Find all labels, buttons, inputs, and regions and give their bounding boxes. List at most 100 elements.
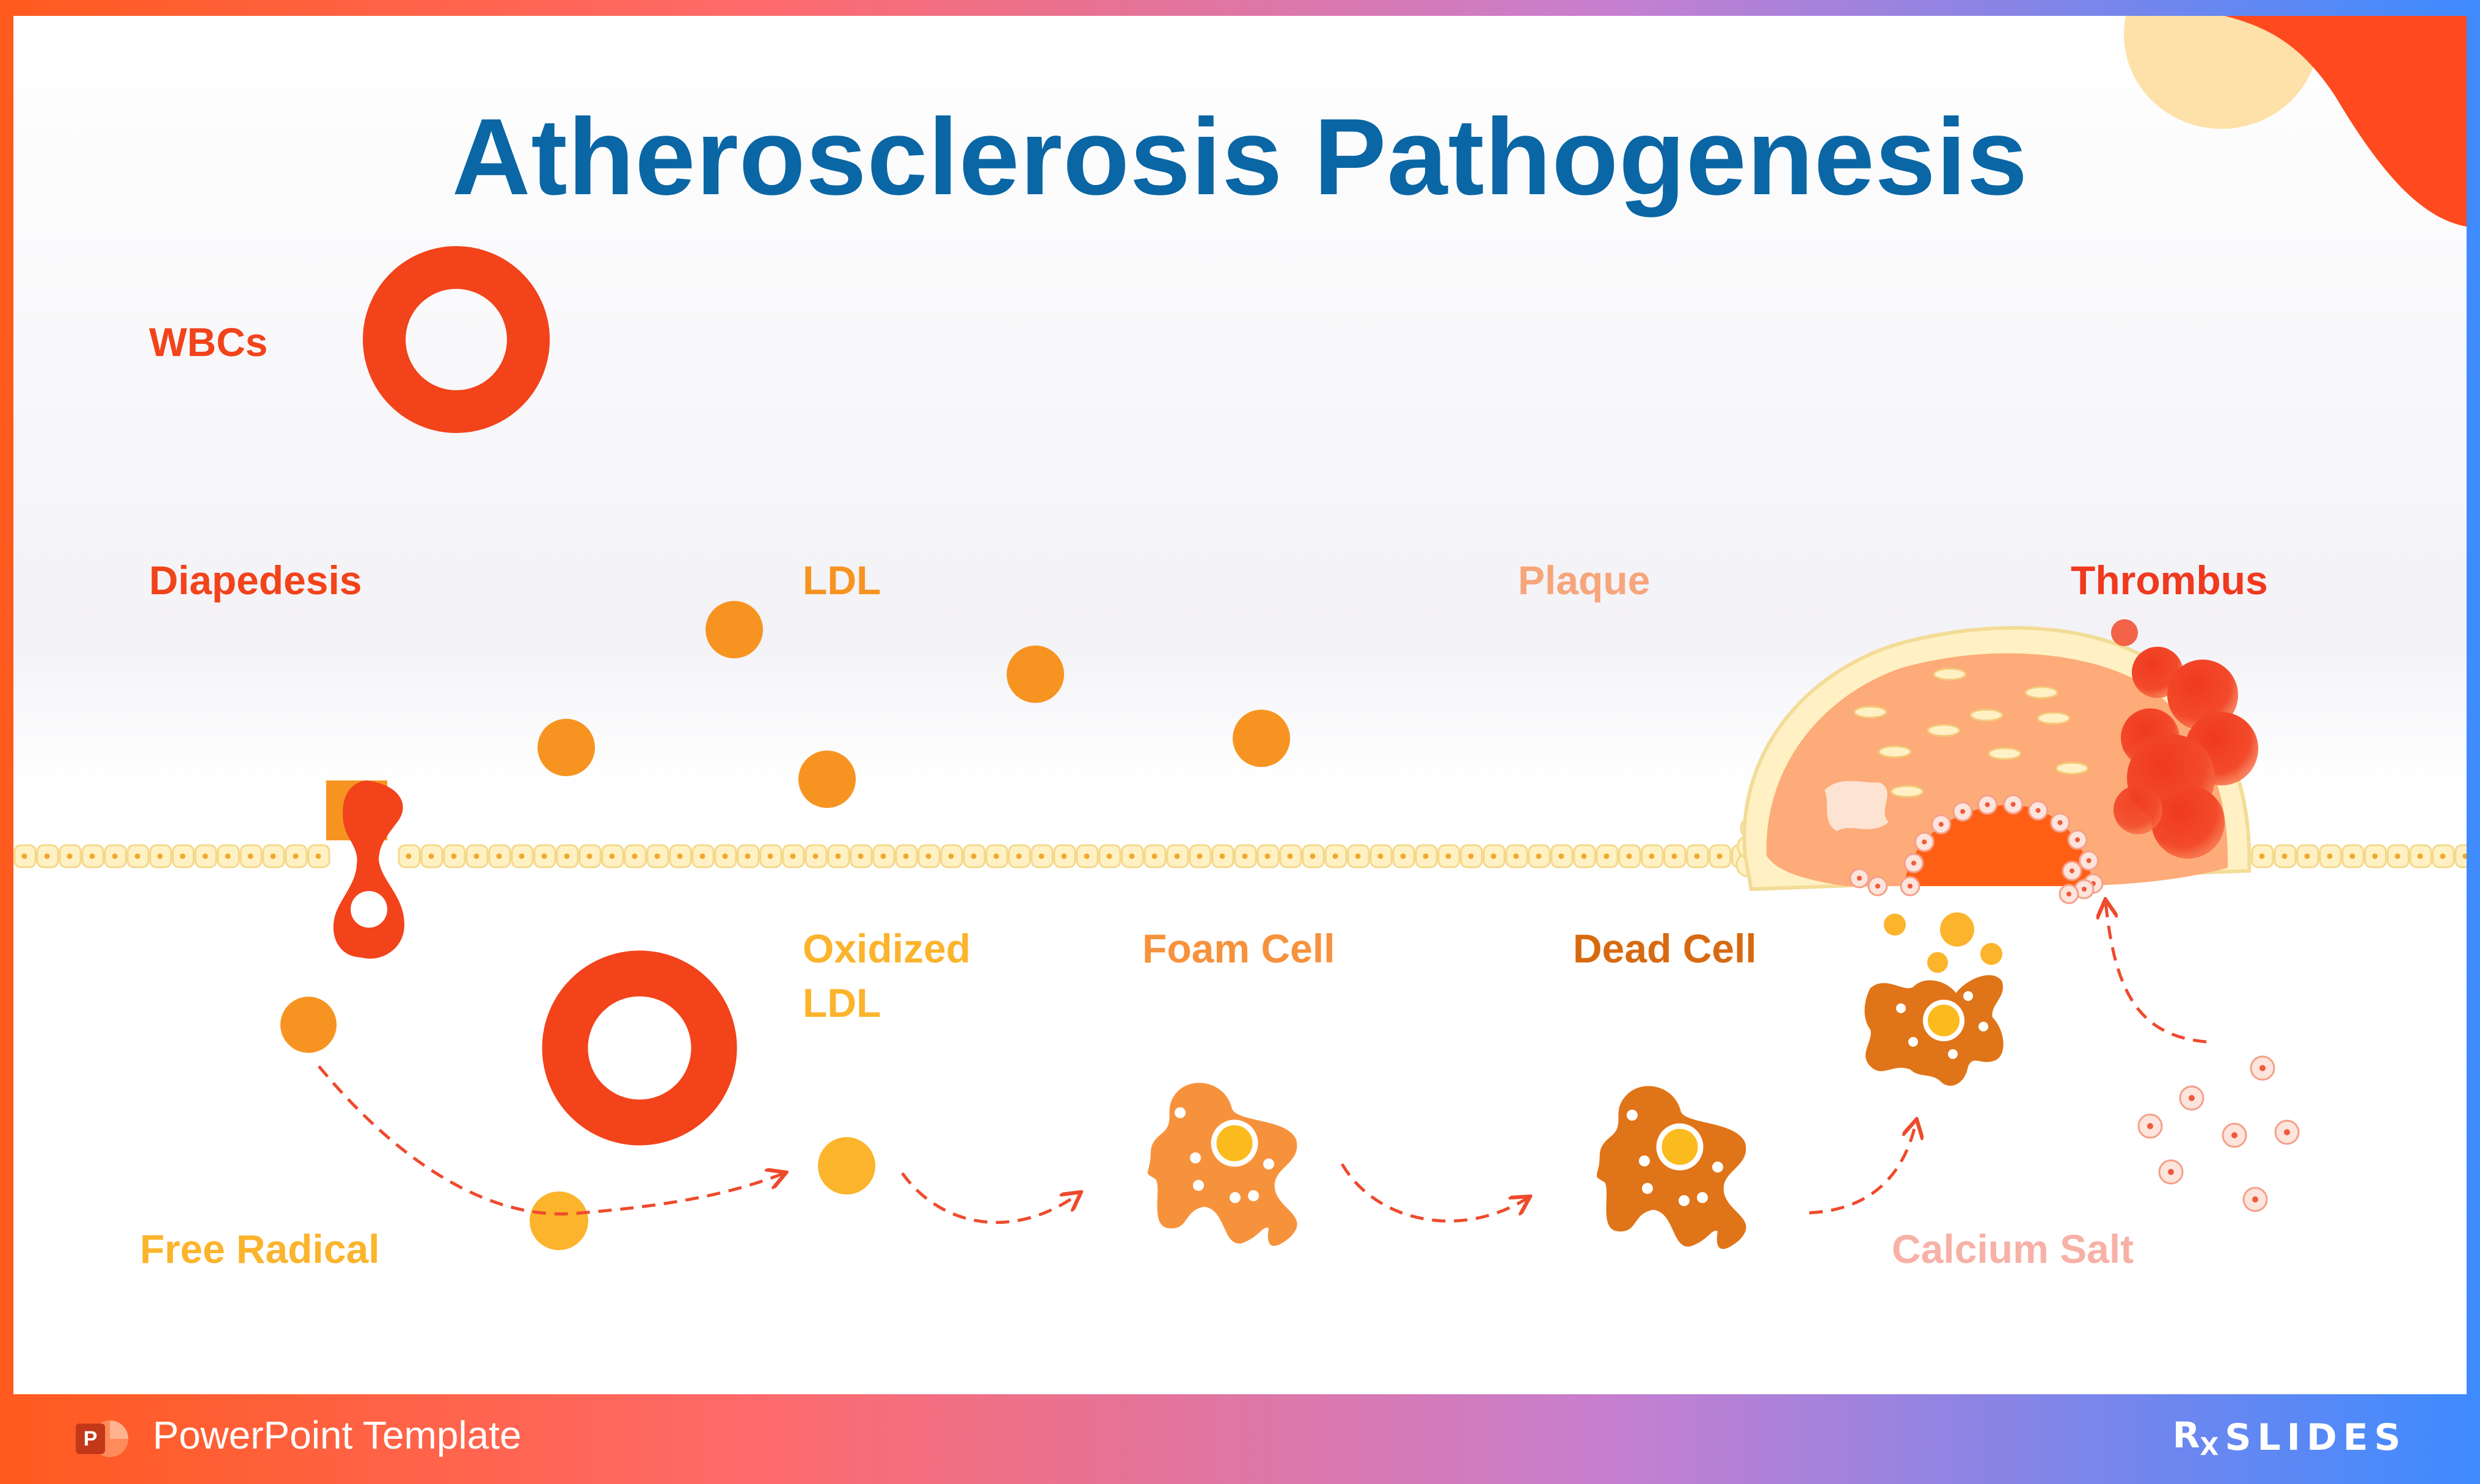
endothelial-cell: [783, 845, 804, 867]
endothelial-cell: [806, 845, 826, 867]
endothelial-cell: [557, 845, 578, 867]
endothelial-cell: [1122, 845, 1143, 867]
endothelial-cell: [308, 845, 329, 867]
endothelial-cell: [964, 845, 985, 867]
endothelial-cell: [150, 845, 171, 867]
calcium-salt-icon: [2159, 1160, 2183, 1184]
endothelial-cell: [2275, 845, 2296, 867]
endothelial-cell: [919, 845, 939, 867]
endothelial-cell: [444, 845, 465, 867]
dashed-arrow-icon: [902, 1173, 1079, 1223]
dying-cell-icon: [1865, 912, 2004, 1086]
endothelial-cell: [2433, 845, 2454, 867]
label-diapedesis: Diapedesis: [149, 553, 362, 608]
wbc-ring-icon: [384, 267, 528, 412]
calcium-granule: [2004, 795, 2022, 813]
dashed-arrow-icon: [2106, 901, 2206, 1042]
calcium-granule: [1979, 796, 1997, 814]
calcium-granule: [2051, 813, 2070, 832]
ldl-particle-icon: [706, 601, 763, 658]
endothelial-cell: [421, 845, 442, 867]
endothelial-cell: [1145, 845, 1165, 867]
powerpoint-icon: P: [73, 1417, 132, 1460]
brand-prefix: R: [2173, 1414, 2200, 1456]
endothelial-cell: [82, 845, 103, 867]
endothelial-cell: [896, 845, 917, 867]
endothelial-cell: [987, 845, 1007, 867]
calcium-salt-particles: [2139, 1057, 2299, 1211]
endothelial-cell: [1619, 845, 1640, 867]
endothelial-cell: [15, 845, 35, 867]
ldl-particles: [538, 601, 1290, 808]
endothelial-cell: [1009, 845, 1030, 867]
endothelial-cell: [1506, 845, 1527, 867]
endothelial-cell: [851, 845, 872, 867]
page-title: Atherosclerosis Pathogenesis: [13, 94, 2467, 219]
calcium-granule: [2060, 885, 2078, 903]
endothelial-cell: [2297, 845, 2318, 867]
calcium-granule: [2068, 831, 2087, 849]
calcium-granule: [1850, 869, 1869, 887]
endothelial-cell: [286, 845, 307, 867]
label-oxidized-line2: LDL: [803, 976, 971, 1030]
endothelial-cell: [1213, 845, 1233, 867]
label-wbcs: WBCs: [149, 315, 268, 369]
endothelial-cell: [2320, 845, 2341, 867]
calcium-salt-icon: [2244, 1188, 2267, 1211]
endothelial-cell: [263, 845, 284, 867]
endothelial-cell: [2456, 845, 2467, 867]
endothelial-cell: [105, 845, 126, 867]
label-foam-cell: Foam Cell: [1142, 922, 1335, 976]
endothelial-cell: [1484, 845, 1504, 867]
endothelial-cell: [2343, 845, 2363, 867]
endothelial-cell: [873, 845, 894, 867]
ldl-particle-icon: [798, 751, 856, 808]
calcium-granule: [1905, 854, 1923, 872]
ldl-particle-icon: [538, 719, 595, 776]
endothelial-cell: [1416, 845, 1437, 867]
endothelial-cell: [37, 845, 58, 867]
endothelial-cell: [60, 845, 81, 867]
endothelial-cell: [1326, 845, 1346, 867]
label-calcium-salt: Calcium Salt: [1892, 1222, 2134, 1276]
endothelial-cell: [1597, 845, 1617, 867]
endothelial-cell: [1393, 845, 1414, 867]
endothelial-cell: [173, 845, 194, 867]
calcium-salt-icon: [2251, 1057, 2274, 1080]
endothelial-cell: [1642, 845, 1663, 867]
label-free-radical: Free Radical: [140, 1222, 380, 1276]
dashed-arrow-icon: [1342, 1164, 1528, 1221]
endothelial-cell: [2410, 845, 2431, 867]
dashed-arrow-icon: [1809, 1121, 1916, 1213]
endothelial-cell: [128, 845, 148, 867]
dead-cell-icon: [1597, 1086, 1746, 1249]
ldl-particle-icon: [1007, 646, 1064, 703]
label-plaque: Plaque: [1518, 553, 1650, 608]
endothelial-cell: [1710, 845, 1731, 867]
endothelial-cell: [1348, 845, 1369, 867]
endothelial-cell: [2388, 845, 2409, 867]
diagram-canvas: [13, 16, 2467, 1394]
calcium-granule: [1915, 833, 1933, 851]
endothelial-cell: [1032, 845, 1052, 867]
endothelial-cell: [1167, 845, 1188, 867]
endothelial-cell: [1687, 845, 1708, 867]
endothelial-cell: [1190, 845, 1211, 867]
endothelial-cell: [1077, 845, 1098, 867]
endothelial-cell: [1552, 845, 1572, 867]
oxidized-ldl-particle-icon: [530, 1191, 588, 1250]
oxidized-ldl-particle-icon: [818, 1137, 875, 1195]
endothelial-cell: [1574, 845, 1595, 867]
endothelial-cell: [1100, 845, 1120, 867]
ldl-particle-icon: [1233, 710, 1290, 767]
endothelial-cell: [828, 845, 849, 867]
footer-bar: P PowerPoint Template RX SLIDES: [0, 1394, 2480, 1484]
endothelial-cell: [489, 845, 510, 867]
calcium-granule: [1932, 815, 1950, 834]
endothelial-cell: [738, 845, 759, 867]
endothelial-cell: [625, 845, 646, 867]
endothelial-cell: [534, 845, 555, 867]
calcium-granule: [1869, 877, 1887, 895]
content-panel: Atherosclerosis Pathogenesis WBCs Diaped…: [13, 16, 2467, 1394]
